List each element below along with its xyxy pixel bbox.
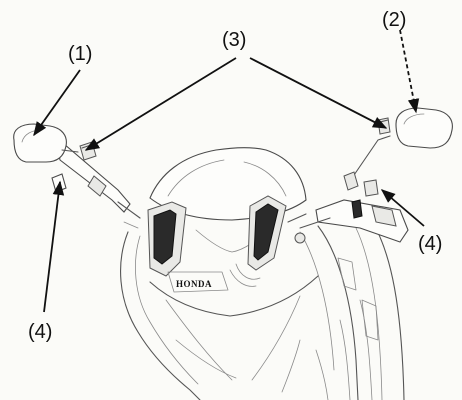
left-mirror <box>13 123 79 163</box>
callout-4-left: (4) <box>28 321 52 343</box>
brand-label: HONDA <box>176 279 212 289</box>
arrow-1 <box>33 69 81 137</box>
callout-labels: (1) (2) (3) (4) (4) <box>28 9 442 343</box>
arrow-4-right <box>380 189 425 227</box>
front-fairing <box>120 217 405 400</box>
right-handlebar <box>287 199 409 244</box>
arrow-4-left <box>43 180 65 313</box>
headlights <box>147 195 287 287</box>
right-cap <box>363 179 379 197</box>
callout-1: (1) <box>68 43 92 65</box>
brand-plate: HONDA <box>167 271 229 293</box>
callout-arrows <box>33 29 425 313</box>
arrow-3-right <box>249 57 388 129</box>
right-mirror <box>343 107 453 191</box>
callout-2: (2) <box>382 9 406 31</box>
callout-3: (3) <box>222 29 246 51</box>
arrow-2 <box>399 29 420 114</box>
callout-4-right: (4) <box>418 233 442 255</box>
left-handlebar <box>51 143 141 229</box>
arrow-3-left <box>84 57 237 151</box>
